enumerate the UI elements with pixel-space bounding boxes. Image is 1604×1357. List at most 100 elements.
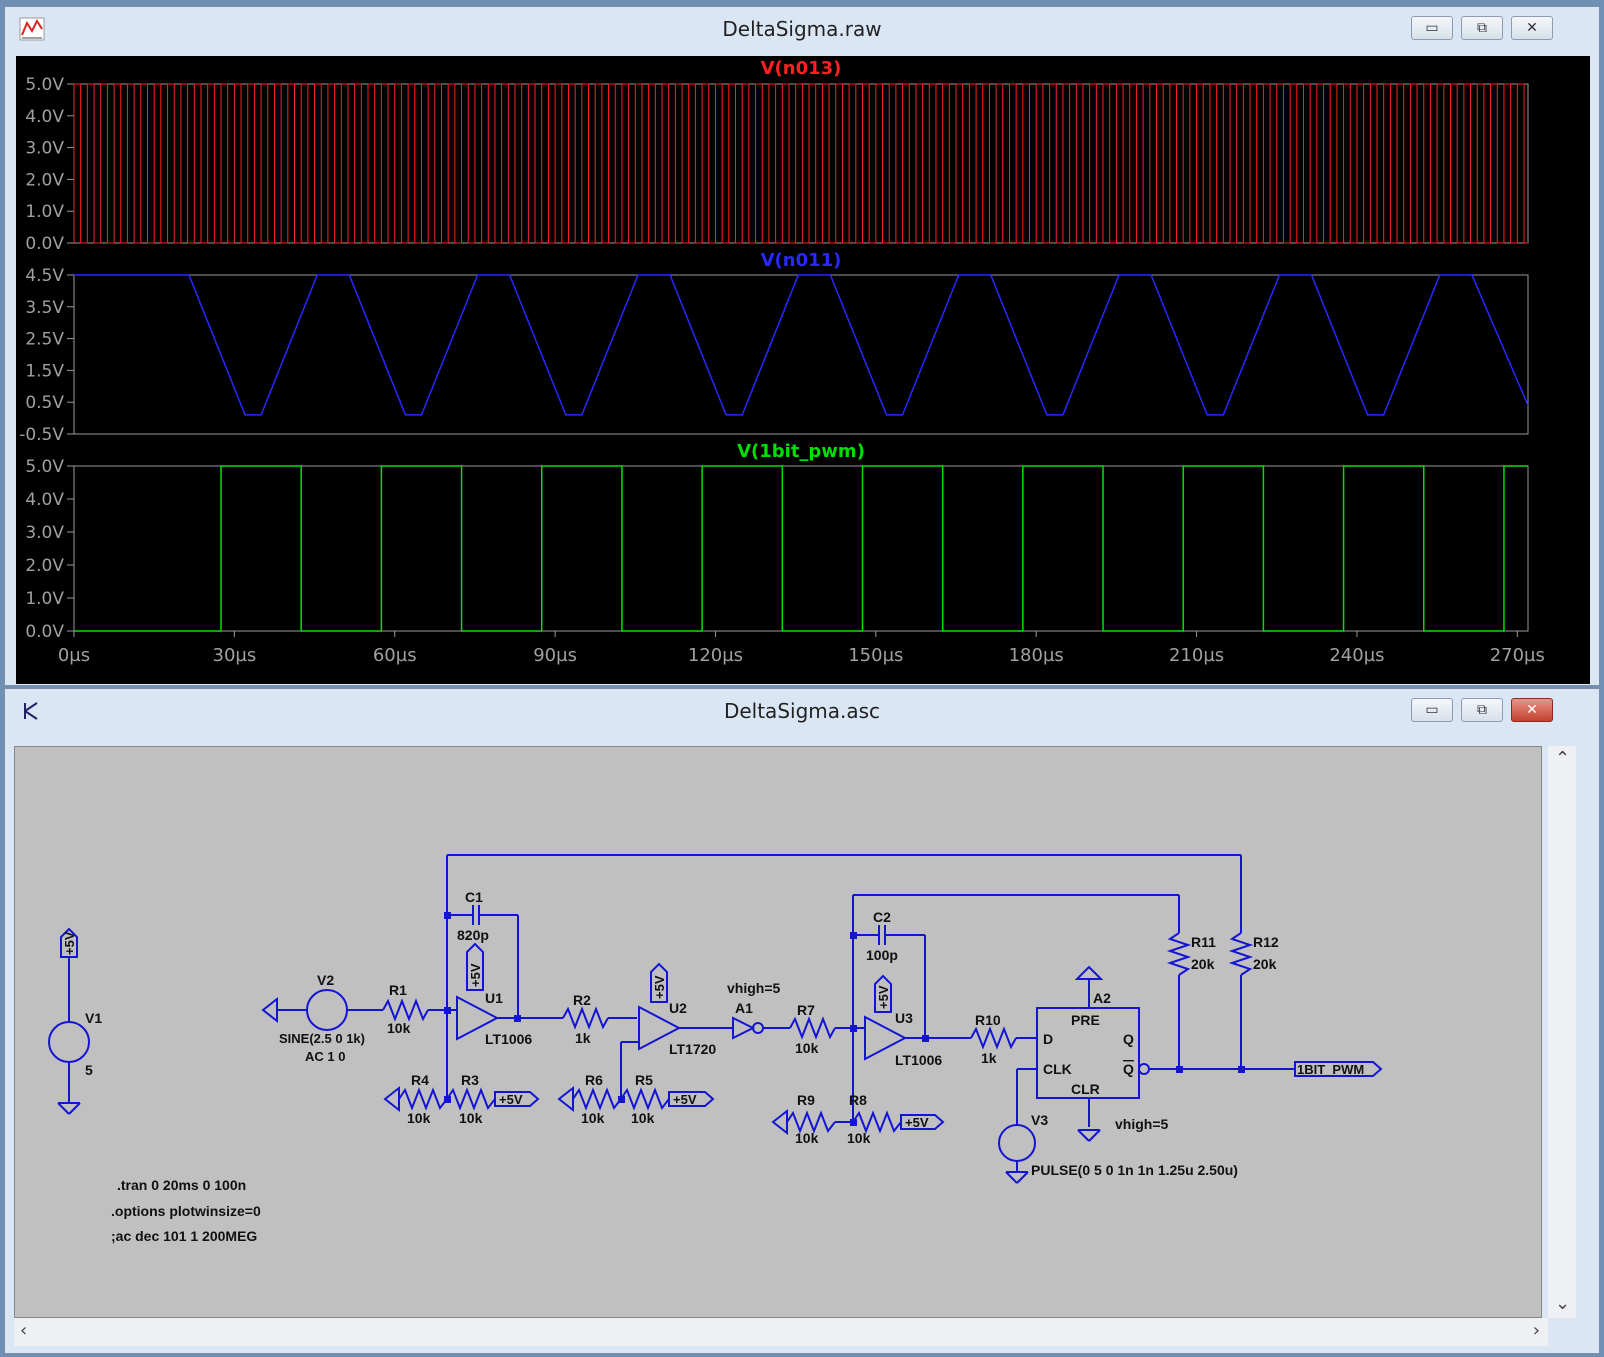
y-tick-label: 0.0V [25,234,64,254]
label-d: D [1043,1031,1053,1047]
y-tick-label: 2.0V [25,170,64,190]
trace-1 [74,274,1529,416]
y-tick-label: 2.5V [25,330,64,350]
label-u2: U2 [669,1000,687,1016]
label-r7: R7 [797,1002,815,1018]
label-r8: R8 [849,1092,867,1108]
label-r9: R9 [797,1092,815,1108]
schematic-window-title: DeltaSigma.asc [723,699,881,723]
minimize-button[interactable]: ▭ [1411,698,1453,722]
label-r8-value: 10k [847,1130,871,1146]
y-tick-label: 0.0V [25,622,64,642]
label-a2-param: vhigh=5 [1115,1116,1169,1132]
label-r3: R3 [461,1072,479,1088]
trace-2 [74,465,1528,632]
close-button[interactable]: ✕ [1511,16,1553,40]
horizontal-scrollbar[interactable]: ‹ › [14,1318,1548,1346]
waveform-plot[interactable]: V(n013) 5.0V4.0V3.0V2.0V1.0V0.0V V(n011)… [16,56,1590,684]
x-tick-label: 240µs [1329,645,1384,666]
vertical-scrollbar[interactable]: ⌃ ⌄ [1548,746,1576,1318]
label-plus5v-r5: +5V [673,1092,697,1107]
pane-vpwm: V(1bit_pwm) 5.0V4.0V3.0V2.0V1.0V0.0V [25,441,1529,642]
x-tick-label: 60µs [373,645,417,666]
label-r6-value: 10k [581,1110,605,1126]
label-r6: R6 [585,1072,603,1088]
x-tick-label: 270µs [1490,645,1545,666]
pane-vn013-title: V(n013) [761,58,842,79]
maximize-button[interactable]: ⧉ [1461,16,1503,40]
y-tick-label: 3.0V [25,139,64,159]
label-r11-value: 20k [1191,956,1215,972]
label-plus5v: +5V [62,931,77,955]
x-tick-label: 120µs [688,645,743,666]
label-c1: C1 [465,889,483,905]
schematic-canvas[interactable]: +5V V1 5 V2 SINE(2.5 0 1k) AC 1 0 R1 10k… [14,746,1542,1318]
trace-0 [73,83,1528,244]
label-v2: V2 [317,972,334,988]
x-tick-label: 180µs [1009,645,1064,666]
transistor-app-icon [24,702,38,720]
label-plus5v-u3: +5V [876,985,891,1009]
label-qbar: Q [1123,1061,1134,1077]
label-r7-value: 10k [795,1040,819,1056]
directive-tran[interactable]: .tran 0 20ms 0 100n [117,1177,246,1193]
label-u1: U1 [485,990,503,1006]
label-c2-value: 100p [866,947,898,963]
label-a2: A2 [1093,990,1111,1006]
y-tick-label: 3.0V [25,523,64,543]
label-plus5v-u2: +5V [652,975,667,999]
label-r10-value: 1k [981,1050,997,1066]
label-r3-value: 10k [459,1110,483,1126]
scroll-up-icon[interactable]: ⌃ [1555,748,1571,769]
pane-frame [73,274,1529,435]
label-clr: CLR [1071,1081,1100,1097]
label-v3: V3 [1031,1112,1048,1128]
label-u3-part: LT1006 [895,1052,942,1068]
label-r4-value: 10k [407,1110,431,1126]
scroll-left-icon[interactable]: ‹ [20,1320,28,1341]
label-r5-value: 10k [631,1110,655,1126]
label-r5: R5 [635,1072,653,1088]
label-a1: A1 [735,1000,753,1016]
label-v1: V1 [85,1010,102,1026]
close-button[interactable]: ✕ [1511,698,1553,722]
directive-options[interactable]: .options plotwinsize=0 [111,1203,261,1219]
label-r9-value: 10k [795,1130,819,1146]
y-tick-label: 2.0V [25,556,64,576]
x-tick-label: 210µs [1169,645,1224,666]
label-r12: R12 [1253,934,1279,950]
label-r2-value: 1k [575,1030,591,1046]
schematic-titlebar[interactable]: DeltaSigma.asc ▭ ⧉ ✕ [5,689,1599,731]
directive-ac[interactable]: ;ac dec 101 1 200MEG [111,1228,257,1244]
waveform-app-icon [19,17,45,41]
label-u1-part: LT1006 [485,1031,532,1047]
pane-vn011-title: V(n011) [761,250,842,271]
y-tick-label: 4.0V [25,490,64,510]
y-tick-label: 4.5V [25,266,64,286]
scroll-down-icon[interactable]: ⌄ [1555,1293,1571,1314]
label-c1-value: 820p [457,927,489,943]
label-r1-value: 10k [387,1020,411,1036]
schematic-drawing[interactable]: +5V V1 5 V2 SINE(2.5 0 1k) AC 1 0 R1 10k… [15,747,1541,1317]
pane-vn013: V(n013) 5.0V4.0V3.0V2.0V1.0V0.0V [25,58,1529,254]
y-tick-label: 0.5V [25,393,64,413]
label-plus5v-r3: +5V [499,1092,523,1107]
label-u3: U3 [895,1010,913,1026]
label-pre: PRE [1071,1012,1100,1028]
plot-titlebar[interactable]: DeltaSigma.raw ▭ ⧉ ✕ [5,7,1599,49]
label-c2: C2 [873,909,891,925]
scroll-right-icon[interactable]: › [1532,1320,1540,1341]
x-tick-label: 0µs [58,645,90,666]
label-v1-value: 5 [85,1062,93,1078]
x-tick-label: 150µs [848,645,903,666]
y-tick-label: -0.5V [19,425,64,445]
plot-window-title: DeltaSigma.raw [722,17,882,41]
x-tick-label: 90µs [533,645,577,666]
maximize-button[interactable]: ⧉ [1461,698,1503,722]
y-tick-label: 1.5V [25,361,64,381]
label-r4: R4 [411,1072,429,1088]
label-r12-value: 20k [1253,956,1277,972]
minimize-button[interactable]: ▭ [1411,16,1453,40]
label-net-out: 1BIT_PWM [1297,1062,1364,1077]
